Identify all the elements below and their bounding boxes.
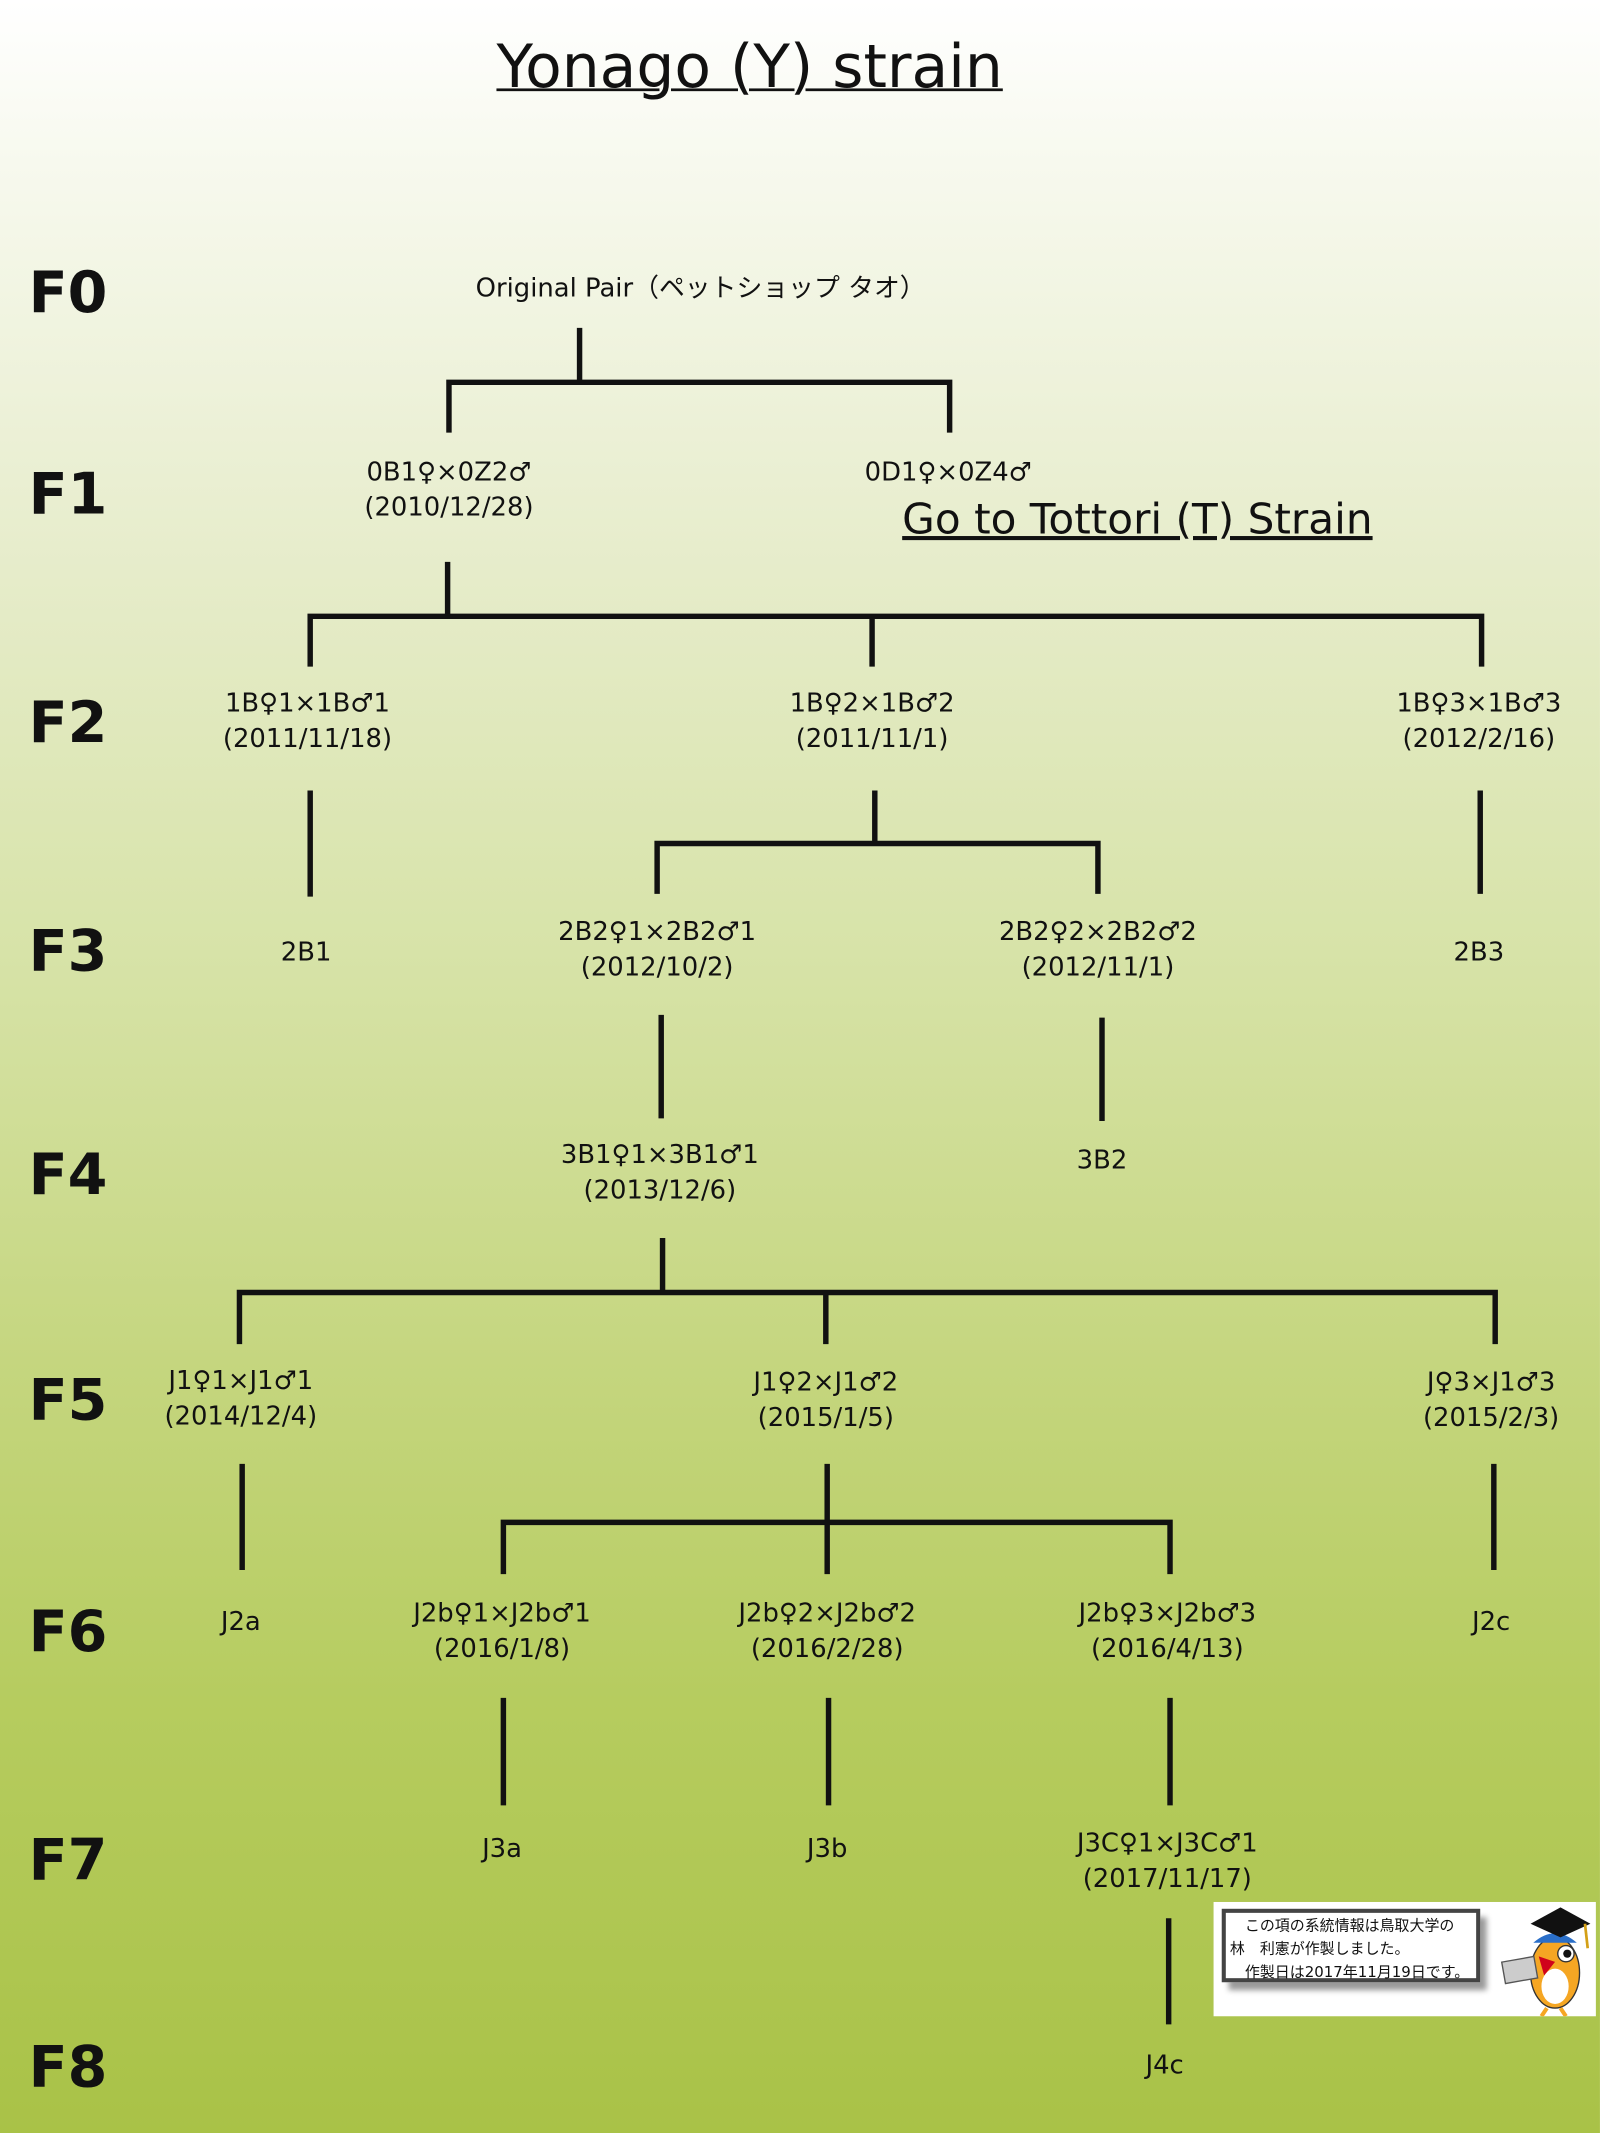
node-date: (2012/10/2) [580, 952, 734, 983]
node-label: 3B2 [1076, 1145, 1128, 1176]
node-label: J♀3×J1♂3 [1426, 1367, 1556, 1398]
node-date: (2013/12/6) [583, 1175, 737, 1206]
node-date: (2016/1/8) [433, 1633, 571, 1664]
node-2B1: 2B1 [281, 935, 332, 970]
node-2B2-1: 2B2♀1×2B2♂1 (2012/10/2) [558, 914, 756, 985]
node-J1-1: J1♀1×J1♂1 (2014/12/4) [164, 1363, 317, 1434]
credit-line: この項の系統情報は鳥取大学の [1229, 1916, 1455, 1935]
credit-text-box: この項の系統情報は鳥取大学の 林 利憲が作製しました。 作製日は2017年11月… [1221, 1908, 1481, 1983]
node-J2b-1: J2b♀1×J2b♂1 (2016/1/8) [413, 1596, 591, 1667]
node-date: (2016/2/28) [750, 1633, 904, 1664]
node-label: 2B2♀1×2B2♂1 [558, 916, 757, 947]
node-date: (2011/11/18) [222, 723, 393, 754]
generation-label-f4: F4 [28, 1140, 108, 1208]
node-J2b-2: J2b♀2×J2b♂2 (2016/2/28) [738, 1596, 916, 1667]
credit-line: 作製日は2017年11月19日です。 [1229, 1963, 1470, 1981]
node-label: J2a [220, 1606, 261, 1637]
node-label: J2b♀3×J2b♂3 [1078, 1598, 1257, 1629]
node-label: 1B♀3×1B♂3 [1396, 688, 1562, 719]
generation-label-f0: F0 [28, 259, 108, 326]
credit-panel: この項の系統情報は鳥取大学の 林 利憲が作製しました。 作製日は2017年11月… [1213, 1901, 1596, 2017]
node-label: J1♀2×J1♂2 [753, 1367, 899, 1398]
node-original-pair: Original Pair（ペットショップ タオ） [476, 271, 926, 306]
node-label: 2B1 [280, 937, 332, 968]
node-0B1x0Z2: 0B1♀×0Z2♂ (2010/12/28) [364, 454, 533, 525]
credit-line: 林 利憲が作製しました。 [1229, 1940, 1410, 1958]
node-label: J3a [482, 1833, 522, 1864]
node-1B-2: 1B♀2×1B♂2 (2011/11/1) [790, 686, 955, 757]
node-J1-2: J1♀2×J1♂2 (2015/1/5) [753, 1365, 898, 1436]
node-2B3: 2B3 [1454, 935, 1505, 970]
node-date: (2014/12/4) [164, 1401, 318, 1432]
bird-mascot-icon [1500, 1907, 1591, 2017]
node-1B-3: 1B♀3×1B♂3 (2012/2/16) [1396, 686, 1561, 757]
generation-label-f8: F8 [28, 2033, 108, 2100]
node-label: J3C♀1×J3C♂1 [1076, 1828, 1258, 1859]
node-label: 3B1♀1×3B1♂1 [560, 1140, 759, 1171]
node-label: 1B♀1×1B♂1 [224, 688, 390, 719]
node-0D1x0Z4: 0D1♀×0Z4♂ [865, 454, 1032, 489]
node-date: (2011/11/1) [795, 723, 949, 754]
node-3B1: 3B1♀1×3B1♂1 (2013/12/6) [561, 1137, 759, 1208]
node-date: (2015/2/3) [1422, 1402, 1560, 1433]
node-2B2-2: 2B2♀2×2B2♂2 (2012/11/1) [999, 914, 1197, 985]
generation-label-f5: F5 [28, 1366, 108, 1434]
node-1B-1: 1B♀1×1B♂1 (2011/11/18) [223, 686, 392, 757]
generation-label-f6: F6 [28, 1597, 108, 1665]
node-date: (2012/2/16) [1402, 723, 1556, 754]
node-date: (2012/11/1) [1021, 952, 1175, 983]
node-date: (2016/4/13) [1090, 1633, 1244, 1664]
node-label: J2b♀2×J2b♂2 [738, 1598, 916, 1629]
node-J4c: J4c [1145, 2048, 1183, 2083]
node-label: 0B1♀×0Z2♂ [366, 457, 532, 488]
node-label: J3b [806, 1833, 848, 1864]
node-label: Original Pair（ペットショップ タオ） [475, 273, 926, 304]
node-label: 1B♀2×1B♂2 [789, 688, 955, 719]
node-date: (2017/11/17) [1082, 1863, 1252, 1894]
node-J2b-3: J2b♀3×J2b♂3 (2016/4/13) [1078, 1596, 1256, 1667]
node-3B2: 3B2 [1077, 1143, 1128, 1178]
node-label: J2c [1471, 1606, 1511, 1637]
node-label: J2b♀1×J2b♂1 [413, 1598, 591, 1629]
node-J1-3: J♀3×J1♂3 (2015/2/3) [1423, 1365, 1559, 1436]
generation-label-f2: F2 [28, 689, 108, 756]
node-label: 2B2♀2×2B2♂2 [998, 916, 1197, 947]
node-J3C-1: J3C♀1×J3C♂1 (2017/11/17) [1077, 1826, 1258, 1897]
node-J3a: J3a [482, 1831, 522, 1866]
node-date: (2010/12/28) [364, 492, 534, 523]
node-J2c: J2c [1472, 1604, 1510, 1639]
node-J2a: J2a [221, 1604, 261, 1639]
tottori-strain-link[interactable]: Go to Tottori (T) Strain [902, 495, 1373, 545]
node-label: J1♀1×J1♂1 [168, 1365, 314, 1396]
node-J3b: J3b [807, 1831, 847, 1866]
node-label: 0D1♀×0Z4♂ [864, 457, 1032, 488]
page-title: Yonago (Y) strain [496, 32, 1003, 103]
generation-label-f3: F3 [28, 917, 108, 985]
generation-label-f7: F7 [28, 1826, 108, 1894]
node-label: J4c [1145, 2050, 1184, 2081]
generation-label-f1: F1 [28, 460, 108, 528]
node-label: 2B3 [1453, 937, 1505, 968]
node-date: (2015/1/5) [757, 1402, 894, 1433]
